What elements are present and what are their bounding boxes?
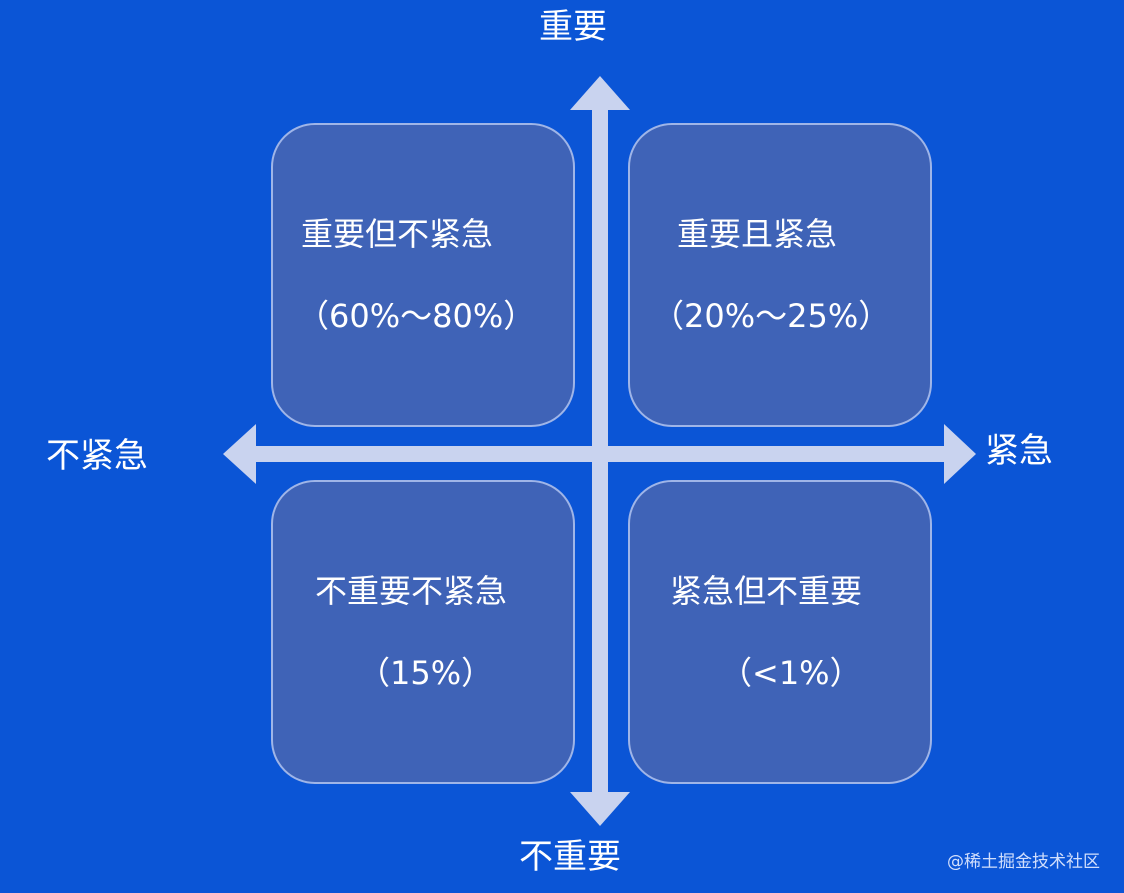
quadrant-urgent-not-important: 紧急但不重要 （<1%）	[628, 480, 932, 784]
quadrant-percent: （<1%）	[720, 654, 862, 692]
quadrant-percent: （20%～25%）	[652, 297, 891, 335]
quadrant-percent: （15%）	[358, 654, 494, 692]
right-axis-label: 紧急	[985, 431, 1053, 471]
quadrant-title: 不重要不紧急	[315, 572, 508, 610]
arrow-up-icon	[570, 76, 630, 110]
watermark: @稀土掘金技术社区	[947, 852, 1100, 872]
quadrant-title: 紧急但不重要	[670, 572, 863, 610]
arrow-left-icon	[223, 424, 256, 484]
quadrant-percent: （60%～80%）	[297, 297, 536, 335]
top-axis-label: 重要	[539, 7, 607, 47]
left-axis-label: 不紧急	[46, 436, 148, 476]
quadrant-title: 重要且紧急	[677, 215, 838, 253]
quadrant-title: 重要但不紧急	[301, 215, 494, 253]
quadrant-not-important-not-urgent: 不重要不紧急 （15%）	[271, 480, 575, 784]
bottom-axis-label: 不重要	[519, 837, 621, 877]
quadrant-important-urgent: 重要且紧急 （20%～25%）	[628, 123, 932, 427]
arrow-right-icon	[944, 424, 976, 484]
arrow-down-icon	[570, 792, 630, 826]
horizontal-axis	[252, 446, 950, 462]
quadrant-important-not-urgent: 重要但不紧急 （60%～80%）	[271, 123, 575, 427]
